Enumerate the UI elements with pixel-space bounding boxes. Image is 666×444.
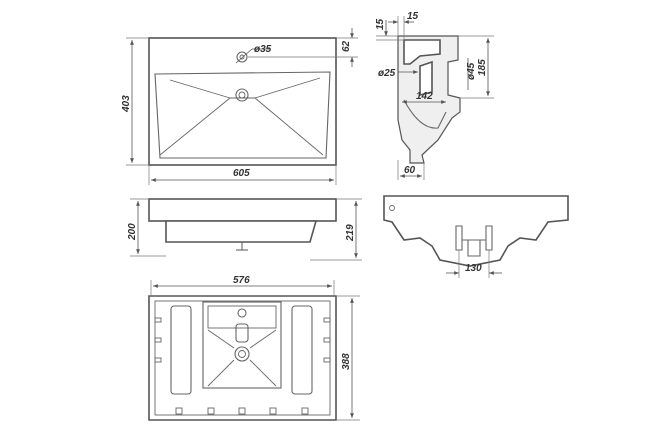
top-view-basin bbox=[154, 71, 331, 159]
side-view-bowl-curve bbox=[403, 99, 447, 129]
dim-depth: 403 bbox=[121, 95, 132, 113]
bottom-view-slopes bbox=[207, 329, 277, 387]
hole-leader bbox=[235, 48, 253, 64]
bottom-view-drain bbox=[234, 346, 250, 362]
front-view: 200 219 bbox=[127, 198, 362, 261]
dim-outlet-offset: 142 bbox=[416, 91, 433, 102]
dim-bottom-depth: 388 bbox=[341, 353, 352, 370]
rear-view-mount-left bbox=[455, 225, 463, 251]
rear-view: 130 bbox=[383, 195, 569, 278]
dim-rim-to-hole: 62 bbox=[341, 40, 352, 52]
side-view-section bbox=[397, 35, 461, 164]
rear-view-trap bbox=[462, 239, 486, 257]
dim-outlet-diameter: ø25 bbox=[378, 68, 396, 79]
top-view-drain-inner bbox=[238, 91, 246, 99]
bottom-view-side-notches bbox=[154, 317, 331, 363]
rear-view-mount-right bbox=[485, 225, 493, 251]
side-view-overflow bbox=[419, 60, 433, 97]
dim-bowl-height: 200 bbox=[127, 223, 138, 241]
side-view: 15 15 ø25 ø45 185 142 60 bbox=[375, 11, 494, 180]
bottom-view-tap-hole bbox=[237, 308, 247, 318]
bottom-view-base-notches bbox=[175, 407, 309, 415]
dim-hole-diameter: ø35 bbox=[254, 44, 272, 55]
dim-width: 605 bbox=[233, 168, 250, 179]
dim-waste-diameter: ø45 bbox=[466, 62, 477, 80]
dim-height-185: 185 bbox=[477, 59, 488, 76]
top-view-drain bbox=[235, 88, 249, 102]
front-view-rim bbox=[148, 198, 337, 222]
dim-top-a: 15 bbox=[375, 18, 386, 30]
bottom-view: 576 388 bbox=[148, 275, 360, 421]
bottom-view-tap-plate bbox=[207, 305, 277, 329]
dim-top-b: 15 bbox=[407, 11, 419, 22]
dim-total-height: 219 bbox=[345, 224, 356, 242]
dim-bottom-width: 576 bbox=[233, 275, 250, 286]
side-view-inner-cut bbox=[403, 39, 441, 65]
rear-view-outline bbox=[383, 195, 569, 267]
bottom-view-overflow-slot bbox=[235, 323, 249, 343]
top-view-tap-hole bbox=[236, 51, 248, 63]
front-view-bowl bbox=[165, 220, 318, 243]
top-view: ø35 62 403 605 bbox=[121, 28, 358, 185]
bottom-view-outline bbox=[148, 295, 337, 421]
top-view-tap-hole-inner bbox=[239, 54, 245, 60]
dim-mount-spacing: 130 bbox=[465, 263, 482, 274]
bottom-view-right-channel bbox=[291, 305, 313, 395]
bottom-view-left-channel bbox=[170, 305, 192, 395]
bottom-view-basin bbox=[202, 301, 282, 389]
bottom-view-drain-inner bbox=[238, 350, 246, 358]
rear-view-hole bbox=[389, 205, 395, 211]
dim-base: 60 bbox=[404, 165, 416, 176]
